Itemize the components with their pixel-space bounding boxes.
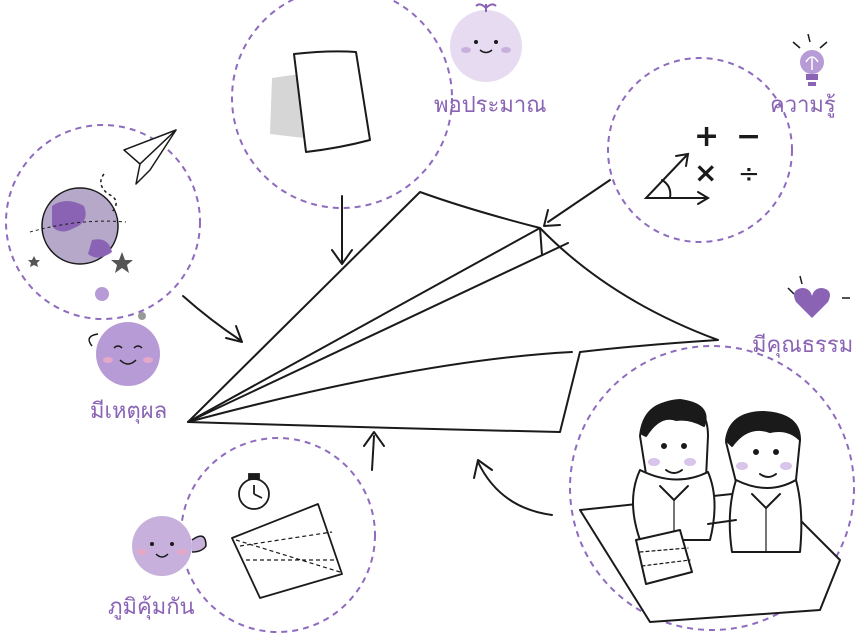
- label-reasonableness: มีเหตุผล: [90, 399, 167, 424]
- planet-icon: [29, 187, 127, 265]
- paper-plane-illustration: [187, 191, 719, 433]
- divide-symbol: ÷: [738, 159, 760, 189]
- lightbulb-icon: [792, 33, 828, 86]
- label-sufficiency: พอประมาณ: [434, 93, 547, 118]
- sprout-mascot: [450, 3, 522, 82]
- connector-arrows: [182, 179, 611, 516]
- paper-sheet-icon: [270, 50, 371, 153]
- immunity-circle: [180, 437, 376, 633]
- stopwatch-icon: [238, 473, 270, 510]
- times-symbol: ×: [694, 156, 717, 189]
- knowledge-circle: [607, 57, 793, 243]
- stars-icon: [28, 252, 146, 320]
- math-symbols: + − × ÷: [694, 119, 761, 189]
- two-people-illustration: [579, 399, 841, 623]
- plus-symbol: +: [694, 119, 719, 154]
- minus-symbol: −: [736, 119, 761, 154]
- angle-icon: [643, 152, 710, 205]
- thinking-mascot: [88, 322, 160, 386]
- heart-icon: [787, 275, 850, 318]
- label-immunity: ภูมิคุ้มกัน: [108, 595, 195, 620]
- small-paper-plane-icon: [100, 129, 177, 213]
- folded-paper-icon: [231, 503, 343, 599]
- strong-mascot: [132, 516, 207, 576]
- label-knowledge: ความรู้: [770, 93, 836, 118]
- reasonableness-circle: [5, 124, 201, 320]
- sufficiency-circle: [231, 0, 453, 209]
- morality-circle: [569, 345, 855, 631]
- label-morality: มีคุณธรรม: [752, 333, 853, 358]
